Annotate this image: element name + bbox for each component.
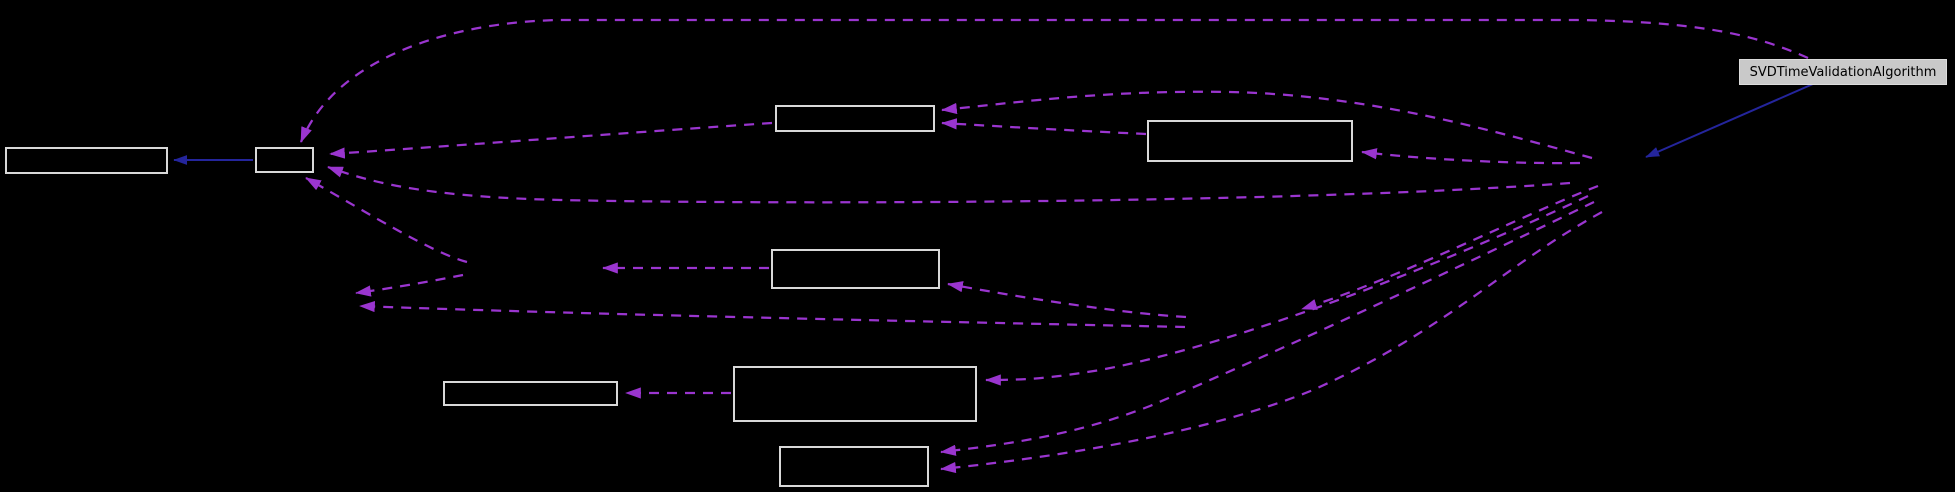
edge-solid-label-to-fanpoint [1645,83,1814,158]
node-svdtimevalidationalgorithm: SVDTimeValidationAlgorithm [1739,59,1947,85]
node-lower-left[interactable] [443,381,618,406]
edge-hiddenmid-to-hidden-left [359,300,1186,329]
edge-topright-to-topmiddle [941,118,1147,136]
edge-fan-to-topright [1361,148,1581,165]
edge-fan-to-bottom-upper [940,200,1595,456]
edge-midjunction-to-hub-bottom [305,177,468,264]
edge-label-top-arc-to-hub [299,18,1809,143]
node-top-right[interactable] [1147,120,1353,162]
edge-fan-to-hidden-mid [1301,184,1599,311]
node-hub[interactable] [255,147,314,173]
node-left[interactable] [5,147,168,174]
edge-fan-to-hub-right [327,165,1571,204]
edge-topmiddle-to-hub [329,121,773,159]
edge-fan-to-bottom-lower [940,211,1603,474]
node-middle[interactable] [771,249,940,289]
edge-hiddenmid-to-middle [947,281,1187,319]
node-bottom[interactable] [779,446,929,487]
node-lower-large[interactable] [733,366,977,422]
edge-fan-to-topmiddle-upper [941,90,1593,160]
edge-hiddencenter-to-hiddenleft [355,273,464,297]
edge-fan-to-lower-large [985,194,1589,386]
node-top-middle[interactable] [775,105,935,132]
